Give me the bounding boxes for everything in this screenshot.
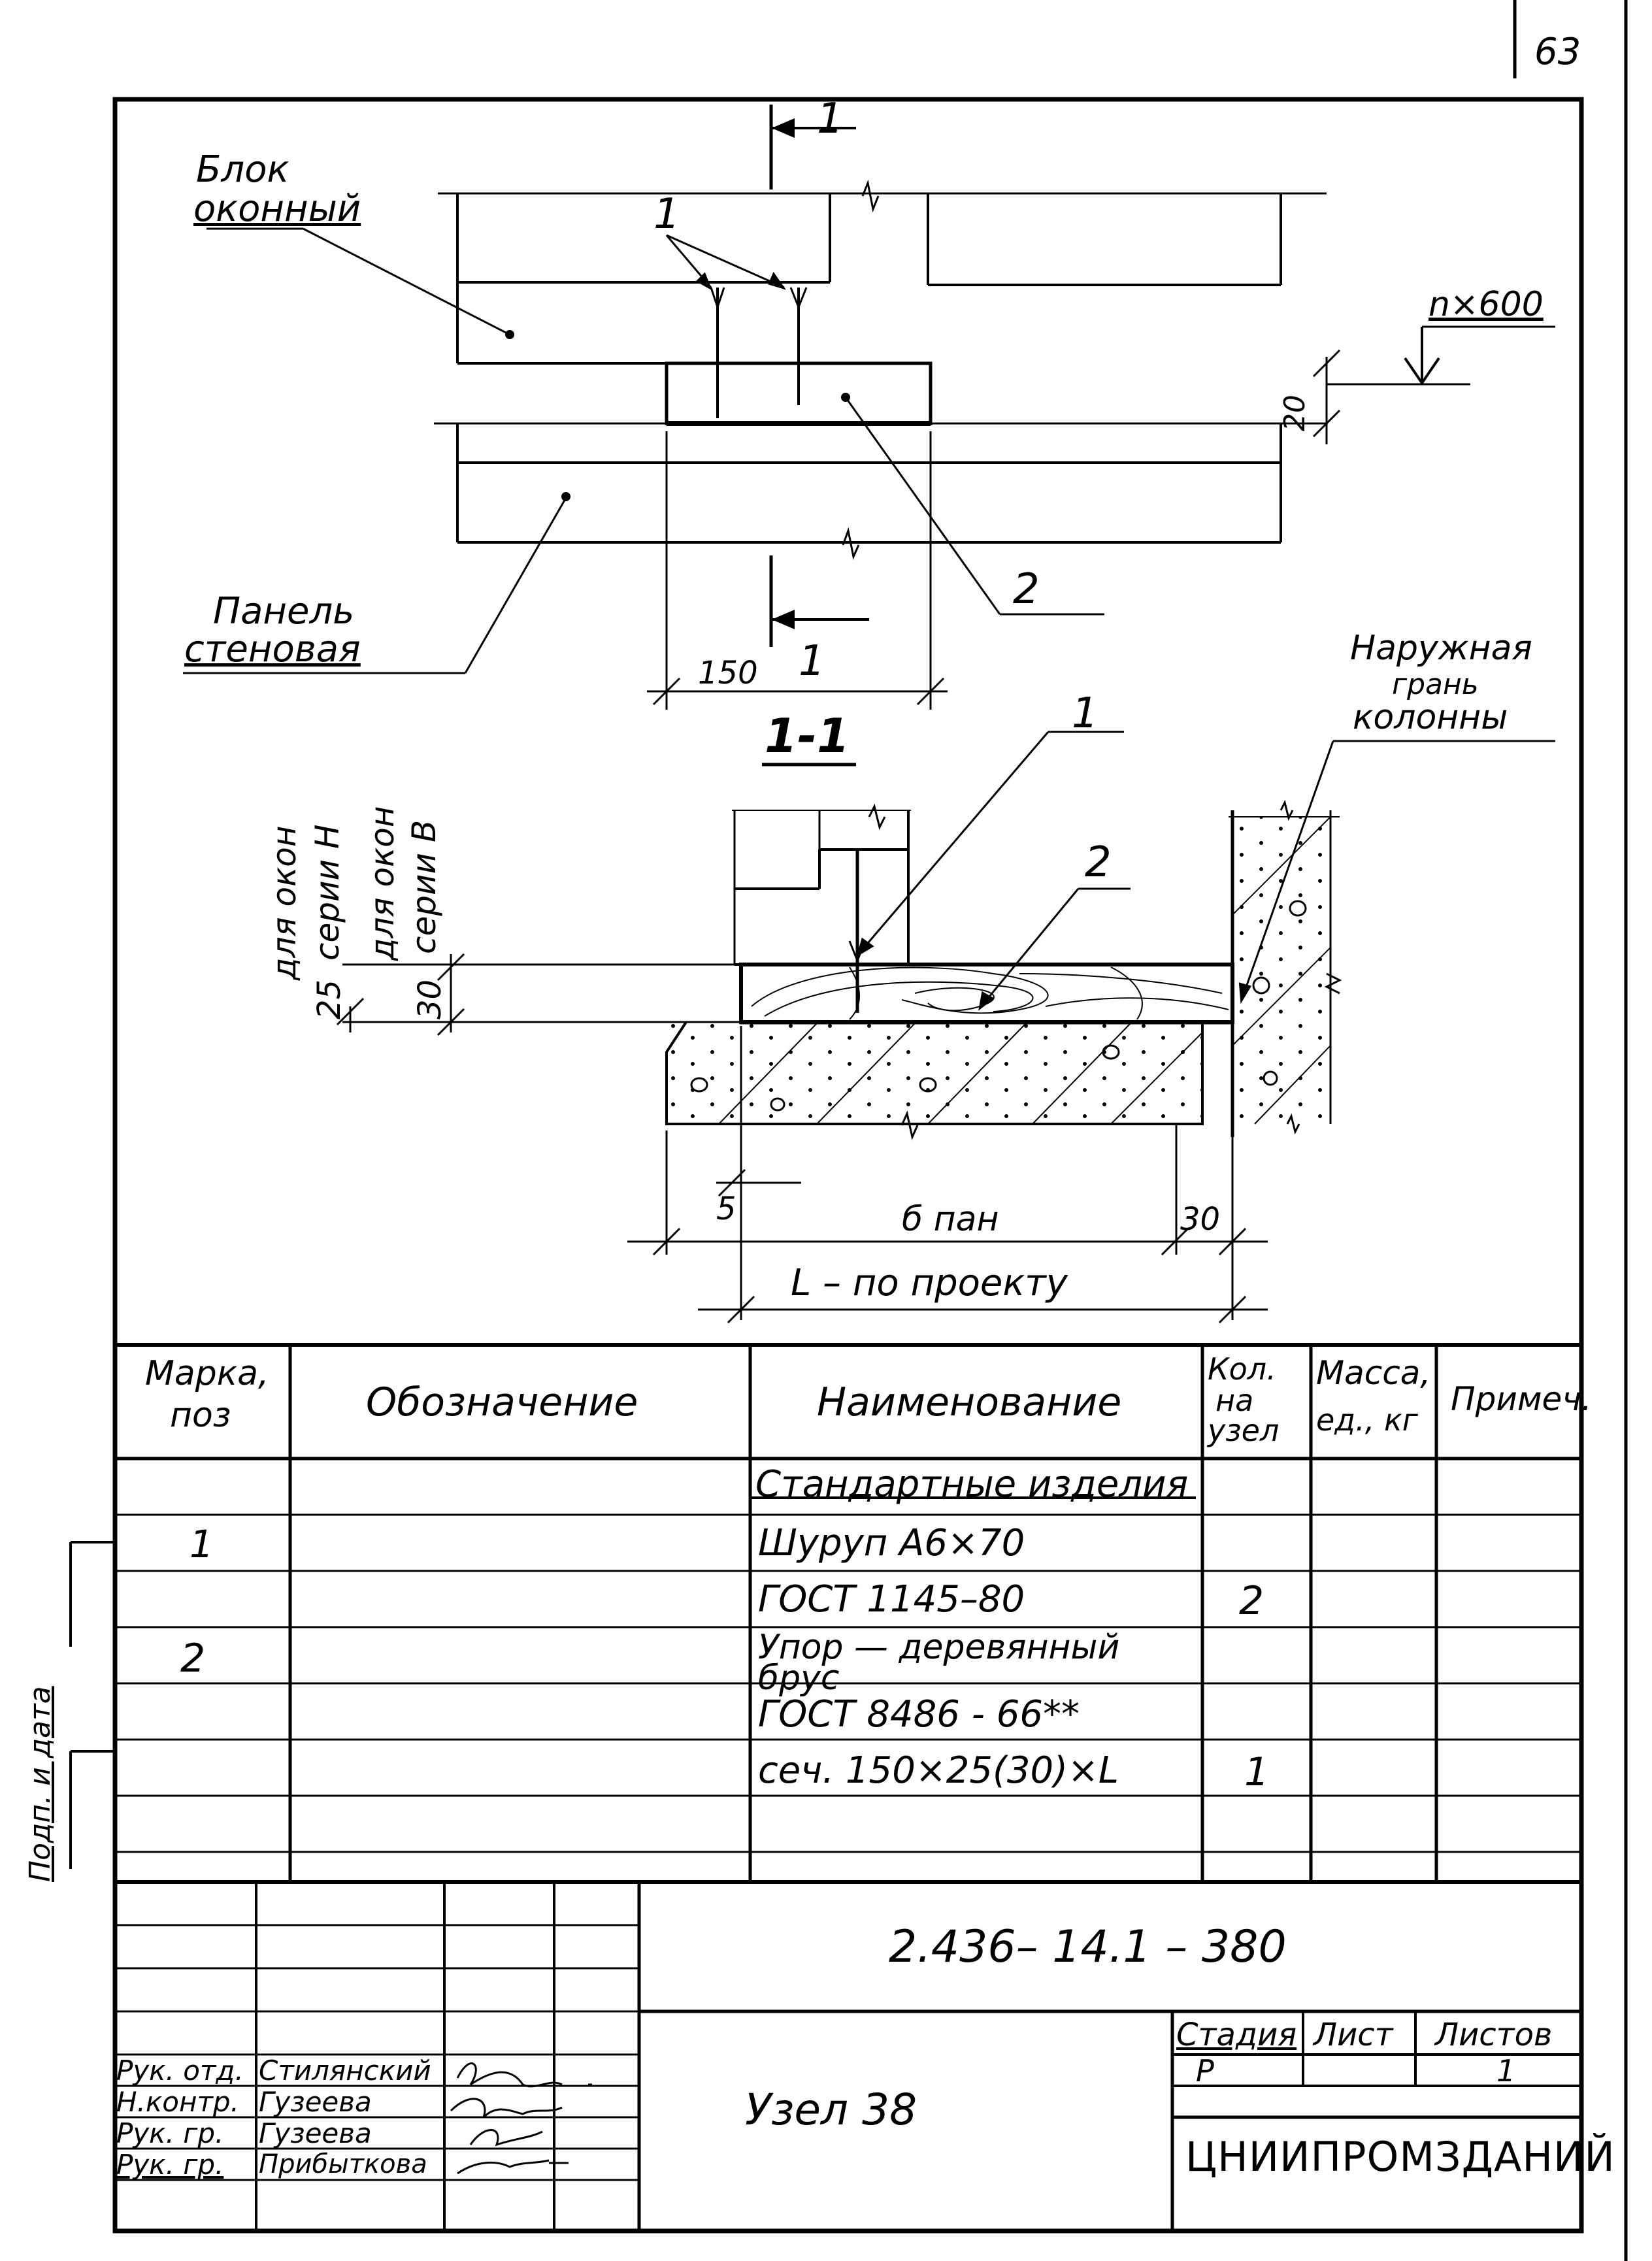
row-2-mark: 1 [190, 1522, 214, 1566]
spec-table-grid [115, 1343, 1581, 1882]
row-1-name: Стандартные изделия [755, 1463, 1189, 1506]
callout-1-plan: 1 [653, 190, 680, 239]
label-outer-face-2: грань [1392, 668, 1479, 701]
signer-name-3: Гузеева [259, 2117, 372, 2149]
dim-20: 20 [1278, 395, 1312, 431]
section-view [336, 731, 1555, 1324]
signature-2 [450, 2098, 563, 2119]
label-wall-panel-2: стеновая [184, 628, 361, 670]
signer-role-1: Рук. отд. [116, 2055, 244, 2087]
dim-l: L – по проекту [791, 1262, 1068, 1304]
sheet-label: Лист [1313, 2017, 1393, 2053]
row-6-qty: 1 [1244, 1749, 1270, 1795]
document-code: 2.436– 14.1 – 380 [889, 1921, 1287, 1973]
label-series-h-2: серии Н [308, 824, 346, 961]
header-qty-3: узел [1208, 1413, 1280, 1448]
side-stamp-lines [69, 1541, 115, 1869]
section-mark-bottom: 1 [799, 637, 825, 685]
dim-b-pan: б пан [902, 1200, 999, 1239]
signer-name-1: Стилянский [259, 2055, 431, 2087]
sheet-number: 63 [1534, 31, 1581, 73]
row-6-name: сеч. 150×25(30)×L [758, 1749, 1119, 1792]
sheet-frame [112, 0, 1628, 2261]
dim-30-right: 30 [1180, 1201, 1221, 1238]
header-note: Примеч. [1451, 1380, 1592, 1418]
header-qty-1: Кол. [1208, 1351, 1276, 1387]
callout-1-section: 1 [1072, 689, 1099, 738]
dim-25: 25 [311, 979, 348, 1019]
organization: ЦНИИПРОМЗДАНИЙ [1185, 2133, 1615, 2181]
row-4-mark: 2 [180, 1636, 206, 1681]
header-mass-2: ед., кг [1316, 1402, 1418, 1438]
header-qty-2: на [1215, 1383, 1254, 1418]
label-wall-panel-1: Панель [213, 590, 355, 633]
dim-5: 5 [716, 1191, 736, 1227]
sheets-label: Листов [1435, 2017, 1553, 2053]
header-designation: Обозначение [366, 1379, 638, 1425]
header-mark-1: Марка, [145, 1354, 269, 1393]
row-5-name: ГОСТ 8486 - 66** [758, 1693, 1080, 1736]
signer-name-4: Прибыткова [259, 2149, 427, 2179]
section-title: 1-1 [765, 708, 850, 763]
row-2-name: Шуруп А6×70 [758, 1522, 1025, 1564]
row-3-qty: 2 [1239, 1578, 1264, 1624]
dim-150: 150 [698, 655, 758, 691]
label-series-b-1: для окон [363, 806, 401, 961]
section-mark-top: 1 [817, 95, 844, 143]
row-4-name: Упор — деревянный брус [758, 1628, 1120, 1698]
plan-view [183, 105, 1555, 767]
label-outer-face-3: колонны [1353, 698, 1508, 737]
header-mass-1: Масса, [1316, 1354, 1431, 1392]
label-series-h-1: для окон [265, 825, 303, 980]
header-name: Наименование [817, 1379, 1122, 1425]
label-series-b-2: серии В [405, 819, 443, 954]
callout-2-plan: 2 [1013, 565, 1040, 614]
signer-name-2: Гузеева [259, 2086, 372, 2118]
node-title: Узел 38 [745, 2085, 917, 2135]
title-block-grid [115, 1880, 1581, 2231]
signatures [450, 2062, 592, 2175]
callout-2-section: 2 [1085, 838, 1112, 887]
label-window-block-2: оконный [193, 188, 361, 230]
sheets-value: 1 [1496, 2053, 1516, 2088]
signature-4 [457, 2159, 569, 2175]
label-window-block-1: Блок [196, 148, 289, 191]
signature-1 [456, 2062, 592, 2088]
signer-role-4: Рук. гр. [116, 2149, 224, 2181]
stage-value: Р [1196, 2053, 1214, 2088]
signer-role-3: Рук. гр. [116, 2117, 224, 2149]
dim-n600: n×600 [1429, 285, 1544, 324]
label-outer-face-1: Наружная [1350, 629, 1532, 668]
row-3-name: ГОСТ 1145–80 [758, 1578, 1025, 1621]
side-stamp-label: Подп. и дата [24, 1686, 57, 1882]
stage-label: Стадия [1176, 2017, 1297, 2053]
signature-3 [469, 2129, 543, 2147]
wood-grain [751, 966, 1229, 1020]
dim-30-left: 30 [412, 979, 448, 1019]
header-mark-2: поз [170, 1396, 231, 1435]
signer-role-2: Н.контр. [116, 2086, 239, 2118]
